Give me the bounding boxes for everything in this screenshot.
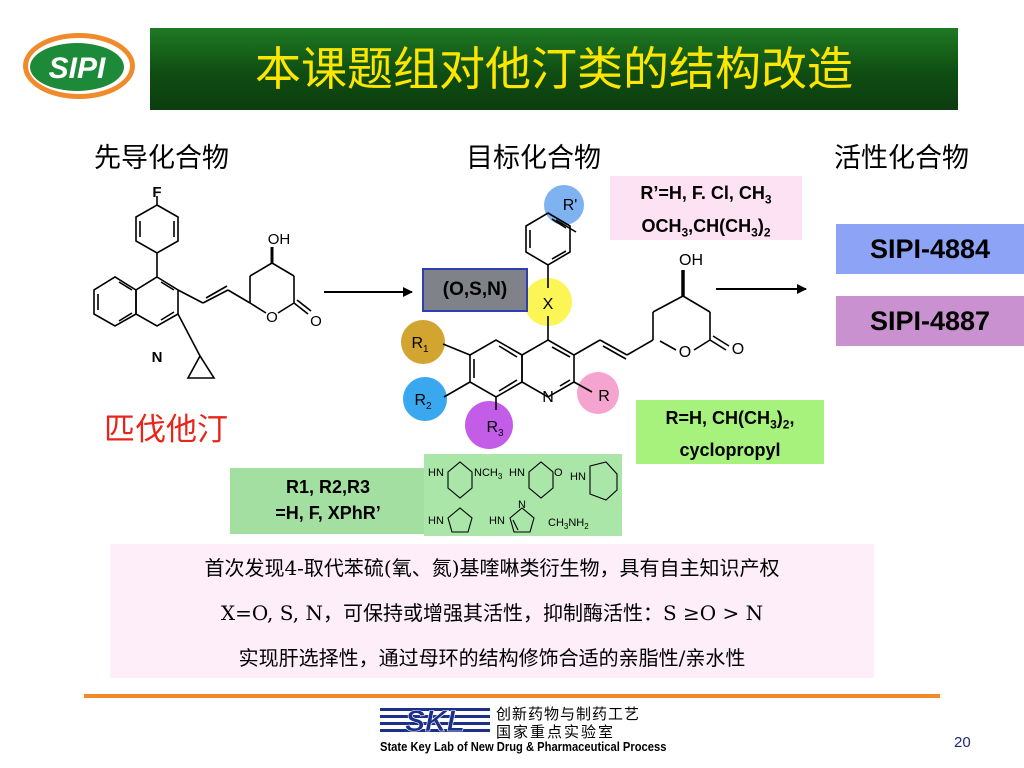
r1-circle (401, 320, 445, 364)
lead-carbonyl-oxygen-label: O (310, 313, 322, 330)
target-carbonyl-oxygen-label: O (732, 341, 744, 358)
r3-circle (465, 401, 513, 449)
target-atom-labels: R' X OH O O N R R1 R2 R3 (411, 197, 744, 439)
r3-label: R3 (486, 419, 504, 439)
pyrazole-ring (509, 507, 535, 533)
r123-substituent-box: R1, R2,R3 =H, F, XPhR’ (230, 468, 426, 534)
morpholine-o-label: O (554, 467, 563, 479)
r-label: R (598, 388, 610, 405)
piperidine-ring (589, 461, 618, 501)
pyrrolidine-ring (447, 507, 473, 533)
r1-label: R1 (411, 335, 429, 355)
lead-structure (93, 196, 312, 379)
note-line-3: 实现肝选择性，通过母环的结构修饰合适的亲脂性/亲水性 (238, 646, 746, 670)
r-substituent-box: R=H, CH(CH3)2, cyclopropyl (636, 400, 824, 464)
logo-green-oval (30, 43, 124, 91)
lab-name-en: State Key Lab of New Drug & Pharmaceutic… (380, 739, 667, 754)
r2-circle (403, 377, 447, 421)
x-label: X (543, 296, 554, 313)
footer-divider (84, 694, 940, 698)
amine-structures (447, 461, 618, 533)
page-number: 20 (954, 734, 971, 751)
piperazine-ring (447, 461, 473, 499)
lead-atom-labels: F OH O O N (152, 184, 322, 366)
r-prime-label: R' (563, 197, 578, 214)
lead-ring-oxygen-label: O (266, 309, 278, 326)
r2-label: R2 (414, 392, 432, 412)
lead-fluorine-label: F (152, 184, 161, 201)
morpholine-ring (528, 461, 554, 499)
note-line-2: X=O, S, N，可保持或增强其活性，抑制酶活性：S ≥O > N (220, 601, 764, 625)
r-prime-substituent-box: R’=H, F. Cl, CH3 OCH3,CH(CH3)2 (610, 176, 802, 240)
morpholine-hn-label: HN (509, 467, 525, 479)
lead-nitrogen-label: N (152, 349, 163, 366)
target-structure (442, 212, 730, 410)
r-prime-circle (544, 185, 584, 225)
lab-name-cn-line1: 创新药物与制药工艺 (496, 705, 641, 723)
skl-logo-text: SKL (405, 705, 465, 736)
target-compound-heading: 目标化合物 (466, 143, 601, 174)
x-options-box: (O,S,N) (422, 268, 528, 312)
skl-logo: SKL (380, 705, 490, 736)
pyrrolidine-hn-label: HN (428, 515, 444, 527)
piperidine-hn-label: HN (570, 471, 586, 483)
lead-hydroxyl-label: OH (268, 231, 291, 248)
r-circle (577, 372, 619, 414)
piperazine-hn-label: HN (428, 467, 444, 479)
notes-box: 首次发现4-取代苯硫(氧、氮)基喹啉类衍生物，具有自主知识产权 X=O, S, … (110, 544, 874, 678)
pyrazole-n-label: N (518, 499, 526, 511)
methylamine-label: CH3NH2 (548, 517, 589, 531)
product-sipi-4884: SIPI-4884 (836, 224, 1024, 274)
target-nitrogen-label: N (542, 389, 554, 406)
x-circle (524, 278, 572, 326)
lead-compound-name: 匹伐他汀 (104, 412, 228, 448)
target-hydroxyl-label: OH (679, 252, 703, 269)
note-line-1: 首次发现4-取代苯硫(氧、氮)基喹啉类衍生物，具有自主知识产权 (204, 556, 780, 580)
product-sipi-4887: SIPI-4887 (836, 296, 1024, 346)
lead-compound-heading: 先导化合物 (94, 143, 229, 174)
lab-name-cn-line2: 国家重点实验室 (496, 723, 616, 741)
piperazine-nch3-label: NCH3 (474, 467, 503, 481)
sipi-logo: SIPI (23, 33, 135, 99)
title-bar: 本课题组对他汀类的结构改造 (150, 28, 958, 110)
logo-text: SIPI (49, 52, 106, 85)
pyrazole-hn-label: HN (489, 515, 505, 527)
amine-labels: HN NCH3 HN O HN HN HN N CH3NH2 (428, 467, 589, 531)
slide-title: 本课题组对他汀类的结构改造 (255, 42, 853, 96)
active-compound-heading: 活性化合物 (834, 143, 969, 174)
target-ring-oxygen-label: O (679, 344, 691, 361)
